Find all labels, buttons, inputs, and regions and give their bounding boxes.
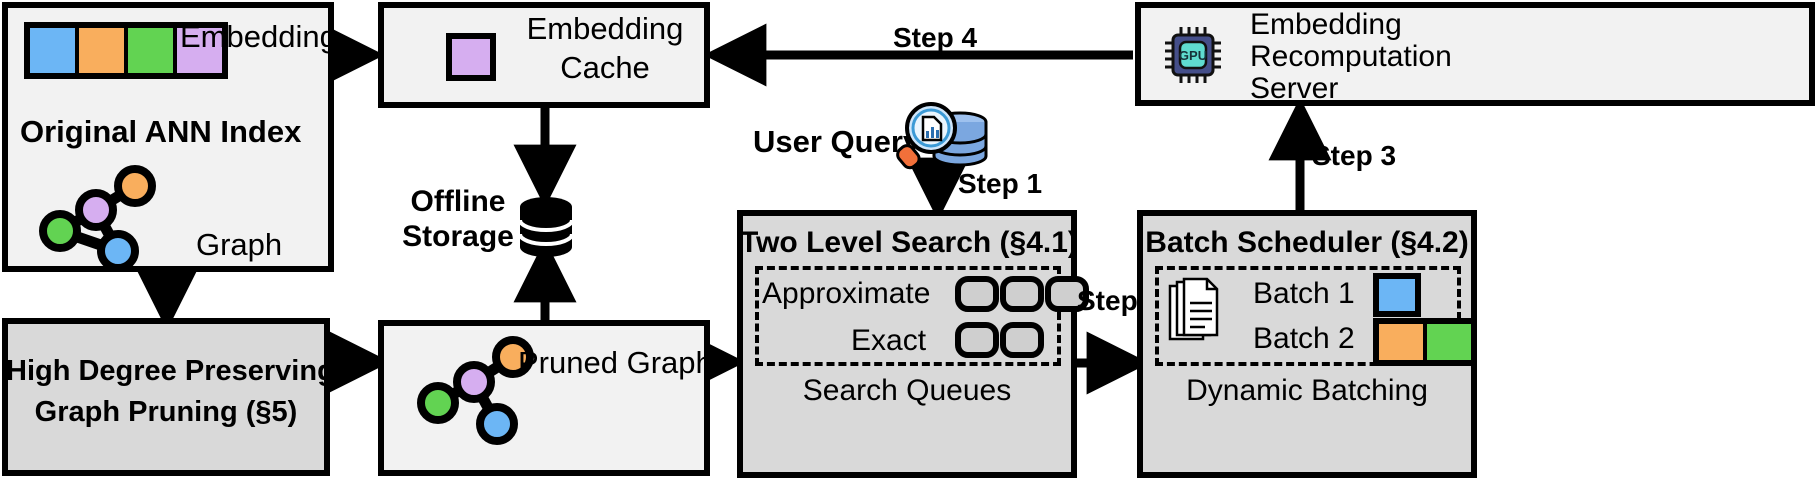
- exact-row-label: Exact: [851, 324, 927, 357]
- graph-pruning-box: [2, 318, 330, 476]
- pruned-graph-icon: [417, 336, 534, 445]
- recomputation-server-line2: Recomputation: [1250, 40, 1452, 73]
- search-queues-dashed-region: [755, 266, 1061, 366]
- step4-label: Step 4: [893, 22, 978, 53]
- dynamic-batching-caption: Dynamic Batching: [1186, 374, 1428, 407]
- approximate-slot-1[interactable]: [955, 276, 999, 312]
- offline-storage-label-line2: Storage: [402, 220, 514, 253]
- embedding-swatch-orange: [79, 28, 128, 73]
- embedding-cache-swatch: [446, 33, 496, 81]
- two-level-search-title: Two Level Search (§4.1): [740, 226, 1078, 259]
- batch-1-swatch-blue: [1373, 273, 1421, 317]
- documents-icon: [1168, 277, 1219, 341]
- embedding-swatch-green: [128, 28, 177, 73]
- batch-2-swatch-orange: [1379, 324, 1427, 360]
- embedding-label: Embedding: [180, 19, 337, 54]
- recomputation-server-line1: Embedding: [1250, 8, 1402, 41]
- graph-pruning-line2: Graph Pruning (§5): [34, 396, 298, 428]
- gpu-chip-icon: GPU: [1165, 27, 1221, 83]
- exact-slot-1[interactable]: [955, 322, 999, 358]
- search-database-icon: [896, 102, 988, 170]
- batch-1-label: Batch 1: [1253, 277, 1355, 310]
- batch-2-swatch-row: [1373, 318, 1477, 366]
- step3-label: Step 3: [1312, 140, 1397, 171]
- embedding-swatch-row: [24, 22, 228, 79]
- approximate-slot-3[interactable]: [1045, 276, 1089, 312]
- approximate-row-label: Approximate: [762, 277, 931, 310]
- batch-2-label: Batch 2: [1253, 322, 1355, 355]
- embedding-swatch-purple: [177, 28, 222, 73]
- dynamic-batching-dashed-region: [1155, 266, 1461, 366]
- embedding-cache-box: [378, 2, 710, 108]
- pruned-graph-label: Pruned Graph: [518, 345, 713, 380]
- search-queues-caption: Search Queues: [802, 374, 1012, 407]
- graph-pruning-line1: High Degree Preserving: [6, 355, 335, 387]
- gpu-chip-text: GPU: [1179, 48, 1207, 63]
- batch-scheduler-title: Batch Scheduler (§4.2): [1145, 226, 1469, 259]
- database-icon: [518, 197, 574, 257]
- batch-2-swatch-green: [1427, 324, 1471, 360]
- embedding-cache-title-line2: Cache: [560, 50, 650, 85]
- approximate-slot-2[interactable]: [1000, 276, 1044, 312]
- graph-label: Graph: [196, 227, 283, 262]
- exact-slot-2[interactable]: [1000, 322, 1044, 358]
- original-graph-icon: [39, 165, 156, 272]
- user-query-label: User Query: [753, 124, 921, 159]
- embedding-swatch-blue: [30, 28, 79, 73]
- original-ann-index-title: Original ANN Index: [20, 114, 302, 149]
- recomputation-server-line3: Server: [1250, 72, 1339, 105]
- step1-label: Step 1: [958, 168, 1043, 199]
- recomputation-server-box: [1135, 2, 1815, 106]
- offline-storage-label-line1: Offline: [410, 185, 506, 218]
- embedding-cache-title-line1: Embedding: [526, 11, 684, 46]
